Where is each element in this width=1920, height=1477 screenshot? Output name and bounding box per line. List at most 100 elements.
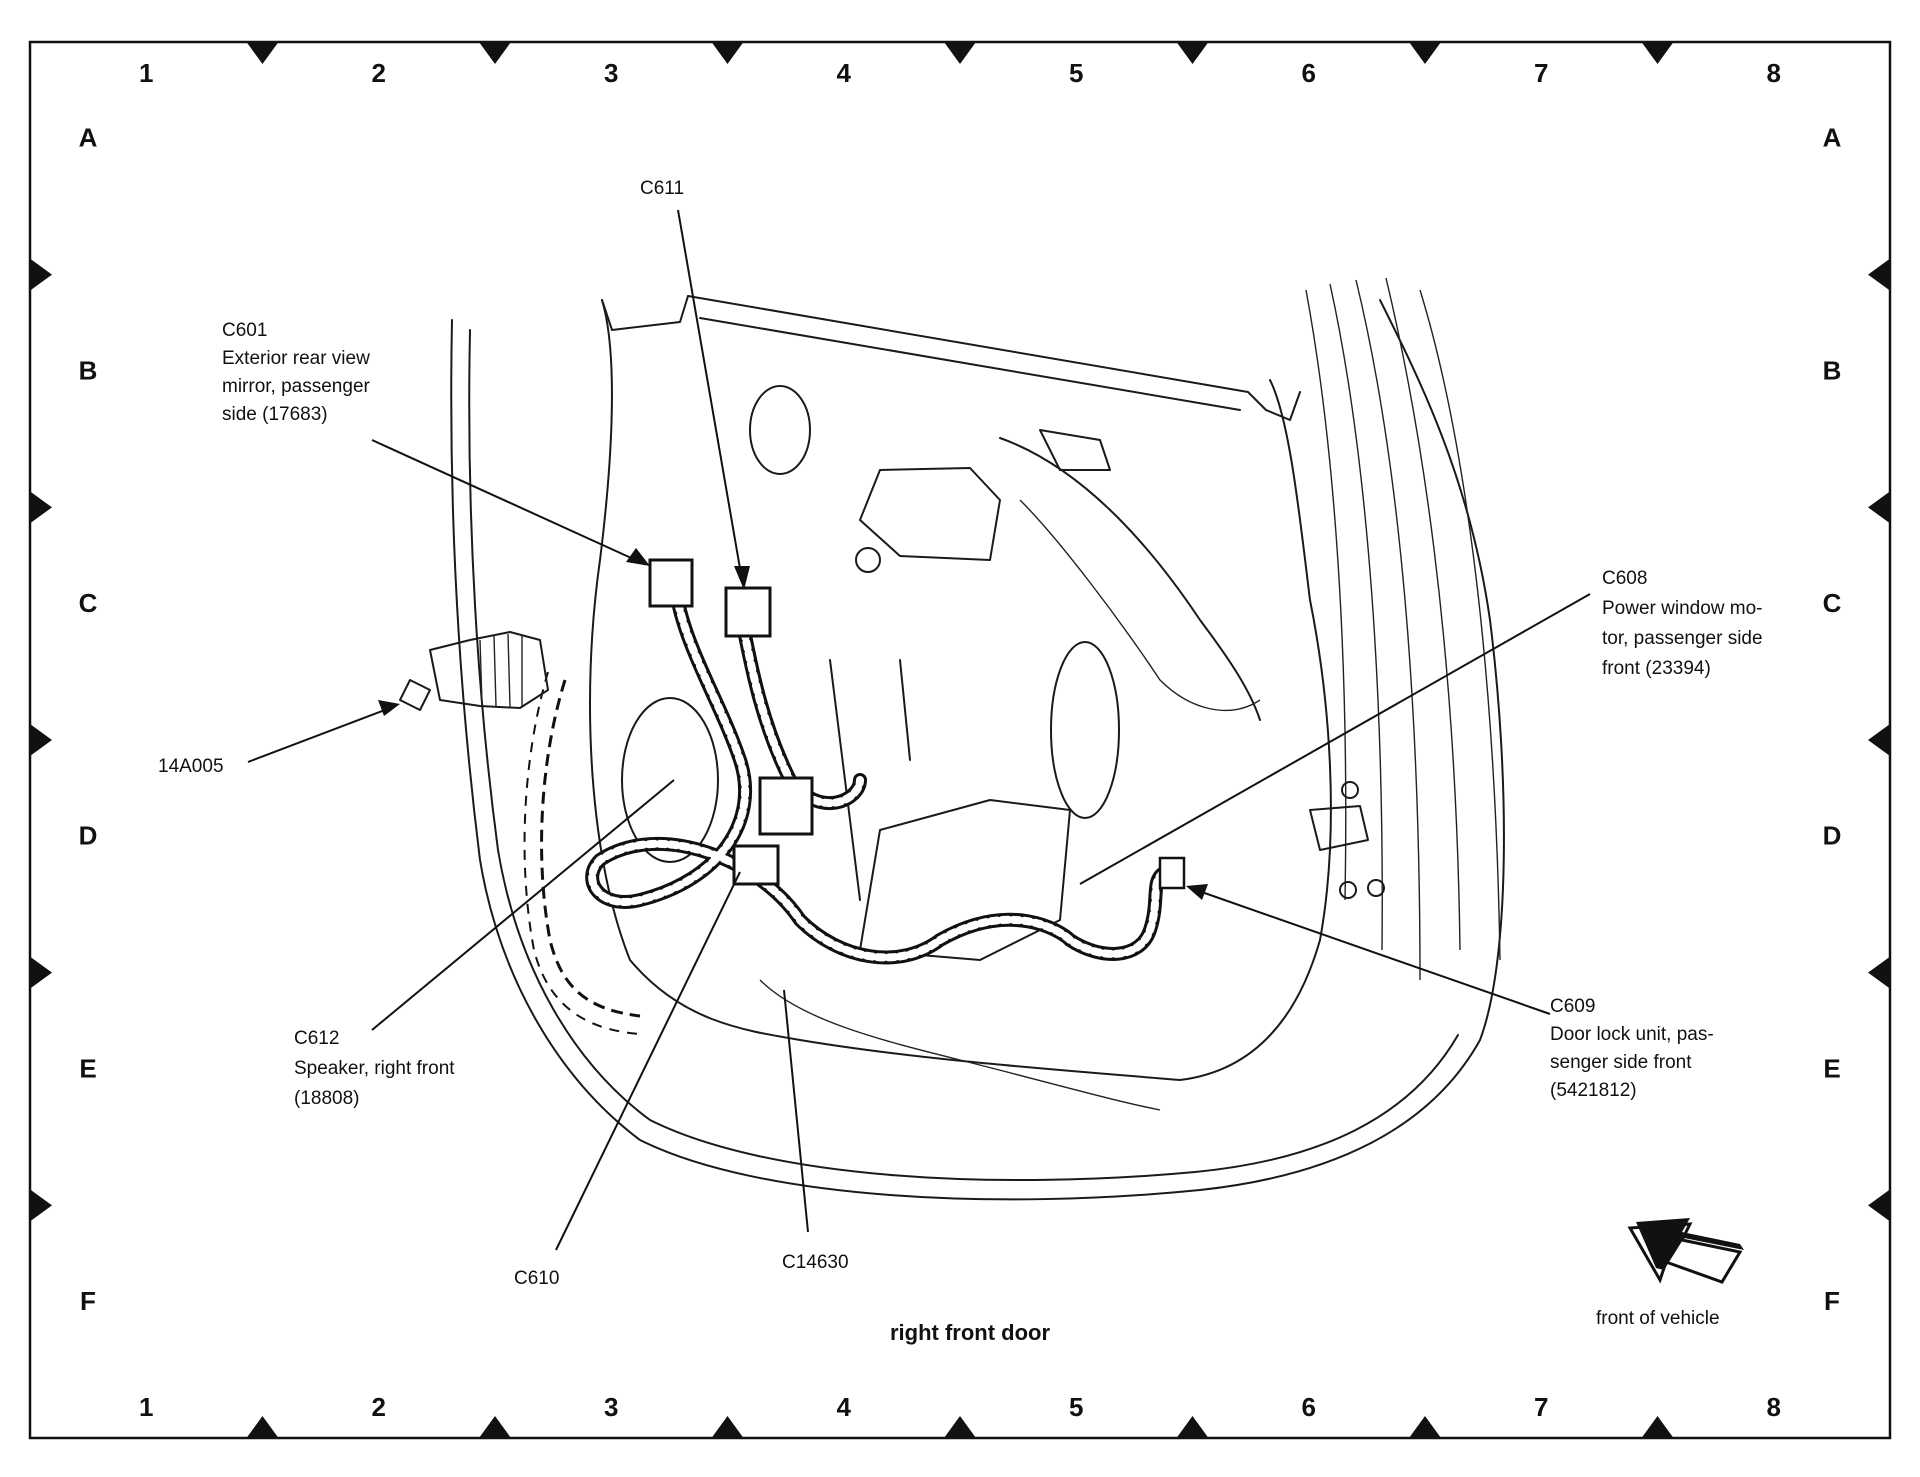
leader-14a005-arrow <box>378 700 400 716</box>
grid-row-left-A: A <box>79 123 98 153</box>
leader-c611-arrow <box>734 566 750 590</box>
grid-row-left-B: B <box>79 355 98 385</box>
callout-c609-line-1: Door lock unit, pas- <box>1550 1024 1714 1045</box>
grid-col-bottom-7: 7 <box>1534 1392 1548 1422</box>
grid-marker-bottom-5 <box>1176 1416 1209 1438</box>
inner-door-handle <box>859 467 1001 561</box>
callout-c612-line-2: (18808) <box>294 1088 360 1109</box>
grid-marker-left-3 <box>30 724 52 756</box>
wire-harness-main-wrap <box>588 578 1169 962</box>
grid-col-bottom-3: 3 <box>604 1392 618 1422</box>
wire-lock-lead <box>759 979 1161 1111</box>
grid-col-bottom-6: 6 <box>1302 1392 1316 1422</box>
leader-c608 <box>1079 593 1591 885</box>
grid-col-bottom-5: 5 <box>1069 1392 1083 1422</box>
latch-bolt <box>1341 781 1359 799</box>
callout-c610-line-0: C610 <box>514 1268 559 1289</box>
grid-marker-right-3 <box>1868 724 1890 756</box>
handle-pivot <box>855 547 881 573</box>
callout-c609-line-0: C609 <box>1550 996 1595 1017</box>
grid-marker-right-2 <box>1868 491 1890 524</box>
center-rib-2 <box>899 659 911 761</box>
grid-marker-left-2 <box>30 491 52 524</box>
pillar-line-4 <box>1385 277 1461 951</box>
diagram-title: right front door <box>890 1320 1051 1345</box>
grid-marker-top-3 <box>711 42 744 64</box>
front-of-vehicle-indicator: front of vehicle <box>1596 1218 1744 1329</box>
door-latch <box>1309 805 1369 851</box>
connector-c610-body <box>732 844 780 886</box>
door-inner-panel <box>589 299 1332 1081</box>
grid-col-top-4: 4 <box>837 58 852 88</box>
grid-row-right-A: A <box>1823 123 1842 153</box>
callout-14a005: 14A005 <box>158 756 224 777</box>
connector-c14630-body <box>758 776 814 836</box>
pillar-line-2 <box>1329 283 1383 951</box>
wire-harness-branch-wrap <box>736 606 864 807</box>
grid-marker-top-6 <box>1409 42 1441 64</box>
callout-c608-line-0: C608 <box>1602 568 1647 589</box>
callout-c612-line-1: Speaker, right front <box>294 1058 455 1079</box>
grid-marker-left-1 <box>30 258 52 291</box>
grid-col-top-5: 5 <box>1069 58 1083 88</box>
leader-c611 <box>677 209 743 581</box>
grommet-boot <box>429 631 549 709</box>
grid-col-top-8: 8 <box>1767 58 1781 88</box>
leader-c14630 <box>783 989 809 1233</box>
connector-c601-body <box>648 558 694 608</box>
lower-cutout <box>859 799 1071 961</box>
grid-row-left-C: C <box>79 588 98 618</box>
door-window-frame-inner <box>699 317 1241 411</box>
leader-c601-arrow <box>626 548 650 566</box>
grid-marker-top-1 <box>246 42 279 64</box>
callout-c612-line-0: C612 <box>294 1028 339 1049</box>
callout-c608: C608 Power window mo- tor, passenger sid… <box>1602 568 1763 679</box>
leader-lines <box>247 209 1591 1251</box>
orientation-arrow-shadow <box>1636 1218 1744 1270</box>
leader-c610 <box>555 871 741 1251</box>
latch-bolt-3 <box>1367 879 1385 897</box>
callout-c14630-line-0: C14630 <box>782 1252 849 1273</box>
grid-row-left-F: F <box>80 1286 96 1316</box>
panel-hole-right <box>1050 641 1120 819</box>
speaker-opening <box>621 697 719 863</box>
callout-c601-line-0: C601 <box>222 320 267 341</box>
grid-marker-left-5 <box>30 1189 52 1222</box>
frame-border <box>28 40 1892 1440</box>
grid-markers <box>30 42 1890 1438</box>
grid-marker-top-7 <box>1641 42 1674 64</box>
callout-c609-line-2: senger side front <box>1550 1052 1692 1073</box>
callout-c601-line-2: mirror, passenger <box>222 376 371 397</box>
door-frame-left-rail <box>601 295 689 331</box>
grid-marker-right-1 <box>1868 258 1890 291</box>
callout-c610: C610 <box>514 1268 559 1289</box>
pillar-line-5 <box>1419 289 1501 961</box>
door-outer-skin <box>450 299 1505 1201</box>
leader-c609-arrow <box>1186 884 1208 900</box>
callout-c612: C612 Speaker, right front (18808) <box>294 1028 455 1109</box>
grid-row-right-F: F <box>1824 1286 1840 1316</box>
panel-hole-upper <box>749 385 811 475</box>
grid-col-top-2: 2 <box>372 58 386 88</box>
grid-marker-bottom-4 <box>944 1416 976 1438</box>
grid-row-right-E: E <box>1823 1053 1840 1083</box>
callout-c609: C609 Door lock unit, pas- senger side fr… <box>1550 996 1714 1101</box>
door-illustration <box>399 277 1505 1201</box>
grid-col-top-1: 1 <box>139 58 153 88</box>
grid-col-top-6: 6 <box>1302 58 1316 88</box>
grid-col-bottom-4: 4 <box>837 1392 852 1422</box>
grid-row-left-E: E <box>79 1053 96 1083</box>
callout-c601: C601 Exterior rear view mirror, passenge… <box>222 320 371 425</box>
center-rib <box>829 659 861 901</box>
grid-col-bottom-8: 8 <box>1767 1392 1781 1422</box>
wire-regulator-lead <box>1019 499 1261 712</box>
grid-marker-bottom-7 <box>1641 1416 1674 1438</box>
callout-c609-line-3: (5421812) <box>1550 1080 1637 1101</box>
grid-row-right-C: C <box>1823 588 1842 618</box>
grommet-tip <box>399 679 431 711</box>
